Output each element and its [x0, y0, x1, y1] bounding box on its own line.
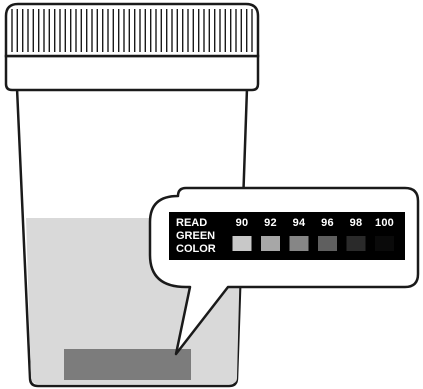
reading-value-98: 98 — [350, 217, 363, 229]
color-swatch-100 — [375, 236, 394, 251]
cup-cap — [6, 4, 258, 90]
color-swatch-96 — [318, 236, 337, 251]
reading-value-100: 100 — [375, 217, 394, 229]
strip-label-line-2: GREEN — [176, 230, 215, 242]
color-chart-strip: READ GREEN COLOR 90 92 94 96 98 100 — [169, 212, 405, 260]
color-swatch-90 — [233, 236, 252, 251]
reading-value-92: 92 — [264, 217, 277, 229]
test-strip-window — [64, 349, 191, 380]
color-swatch-98 — [347, 236, 366, 251]
strip-label-line-3: COLOR — [176, 243, 216, 255]
color-swatch-94 — [290, 236, 309, 251]
strip-label-line-1: READ — [176, 217, 207, 229]
color-swatch-92 — [261, 236, 280, 251]
reading-value-96: 96 — [321, 217, 334, 229]
reading-value-94: 94 — [293, 217, 306, 229]
reading-value-90: 90 — [236, 217, 249, 229]
